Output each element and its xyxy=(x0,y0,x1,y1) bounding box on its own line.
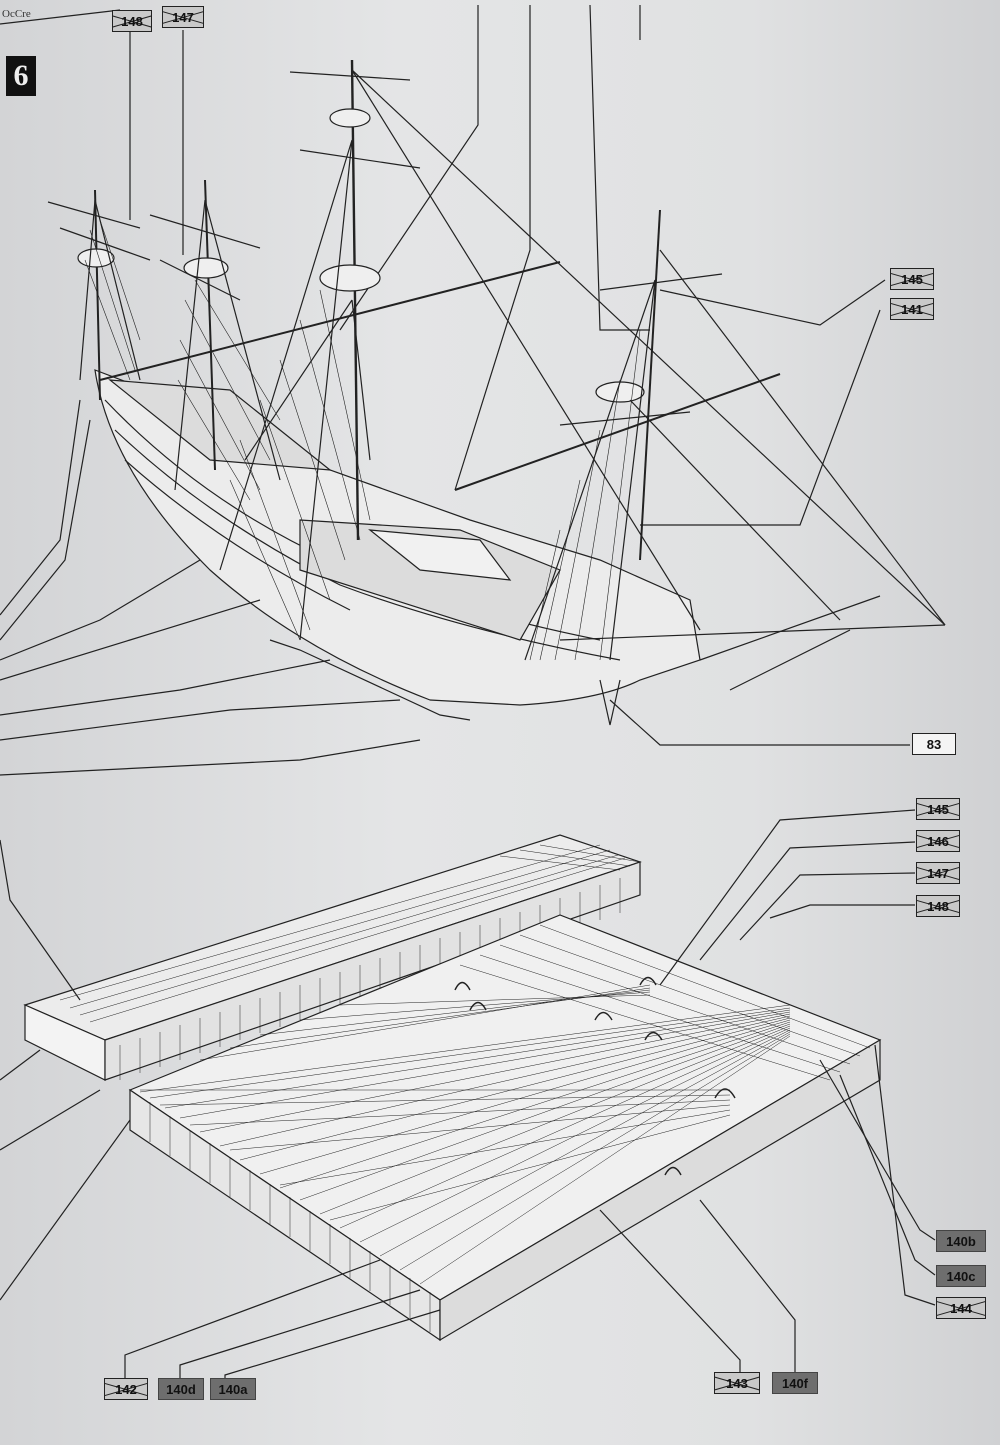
part-label-140c: 140c xyxy=(936,1265,986,1287)
part-label-147-mid: 147 xyxy=(916,862,960,884)
part-label-140b: 140b xyxy=(936,1230,986,1252)
part-label-140d: 140d xyxy=(158,1378,204,1400)
part-label-145-right: 145 xyxy=(890,268,934,290)
part-label-83: 83 xyxy=(912,733,956,755)
part-label-144: 144 xyxy=(936,1297,986,1319)
part-label-143: 143 xyxy=(714,1372,760,1394)
part-label-147-top: 147 xyxy=(162,6,204,28)
part-label-148-top: 148 xyxy=(112,10,152,32)
brand-logo: OcCre xyxy=(2,8,31,20)
part-label-141-right: 141 xyxy=(890,298,934,320)
part-label-145-mid: 145 xyxy=(916,798,960,820)
part-label-148-mid: 148 xyxy=(916,895,960,917)
part-label-140a: 140a xyxy=(210,1378,256,1400)
part-label-140f: 140f xyxy=(772,1372,818,1394)
part-label-142: 142 xyxy=(104,1378,148,1400)
step-number: 6 xyxy=(6,56,36,96)
part-label-146-mid: 146 xyxy=(916,830,960,852)
